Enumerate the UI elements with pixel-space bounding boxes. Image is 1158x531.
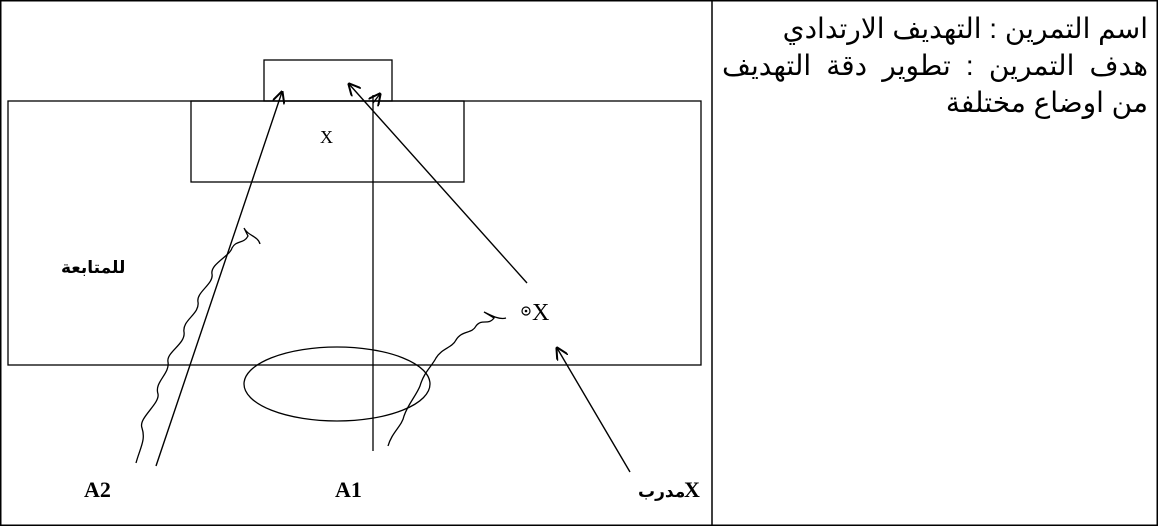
- coach-marker-label: X: [532, 300, 549, 326]
- ellipse-zone: [243, 346, 431, 422]
- coach-arrow: [557, 348, 631, 473]
- court-area: [7, 100, 702, 366]
- goal-area-box: [190, 100, 465, 183]
- run-path-a2: [135, 227, 261, 464]
- player-a1-label: A1: [335, 477, 362, 502]
- shot-arrow-a2: [155, 92, 282, 467]
- box-player-label: X: [320, 127, 333, 147]
- drill-diagram: X X للمتابعة A2 A1 X مدرب: [7, 59, 702, 502]
- drill-diagram-cell: X X للمتابعة A2 A1 X مدرب: [7, 59, 702, 502]
- run-path-a1: [387, 311, 507, 447]
- coach-caption-word: مدرب: [638, 482, 685, 502]
- exercise-description-cell: اسم التمرين : التهديف الارتدادي هدف التم…: [714, 0, 1158, 526]
- coach-marker-dot: [521, 306, 531, 316]
- exercise-goal: هدف التمرين : تطوير دقة التهديف من اوضاع…: [722, 50, 1148, 118]
- exercise-name: اسم التمرين : التهديف الارتدادي: [782, 13, 1148, 44]
- pass-arrow-coach: [349, 84, 528, 284]
- coach-caption-x: X: [684, 477, 700, 502]
- goal: [263, 59, 393, 102]
- follow-label: للمتابعة: [61, 258, 125, 278]
- coach-marker-center: [524, 309, 528, 313]
- shot-arrow-center: [373, 94, 380, 103]
- player-a2-label: A2: [84, 477, 111, 502]
